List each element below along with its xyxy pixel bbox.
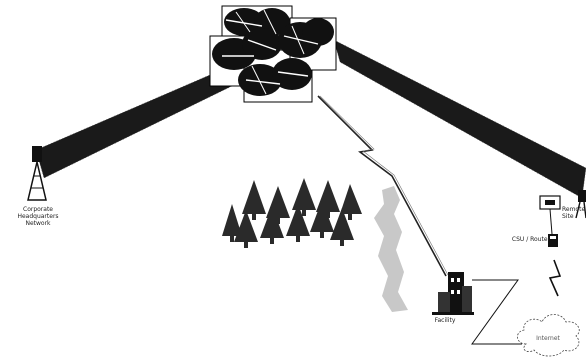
tree-icon (222, 178, 362, 248)
building-icon (432, 272, 474, 315)
cloud-label: Internet (536, 335, 560, 342)
cloud-icon (517, 314, 580, 357)
lightning-bolt-icon (548, 259, 562, 297)
facility-label: Facility (434, 317, 456, 324)
beam-left (35, 67, 233, 179)
link-line (471, 279, 522, 345)
left-station-label: Corporate Headquarters Network (17, 206, 59, 227)
right-station-label: Remote Site (562, 206, 586, 220)
router-icon (539, 195, 561, 247)
router-label: CSU / Router (511, 236, 550, 243)
river (374, 186, 408, 312)
satellite-array-icon (209, 5, 337, 103)
lightning-bolt-icon (317, 95, 449, 277)
beam-right (333, 39, 586, 199)
antenna-tower-icon (27, 146, 47, 201)
